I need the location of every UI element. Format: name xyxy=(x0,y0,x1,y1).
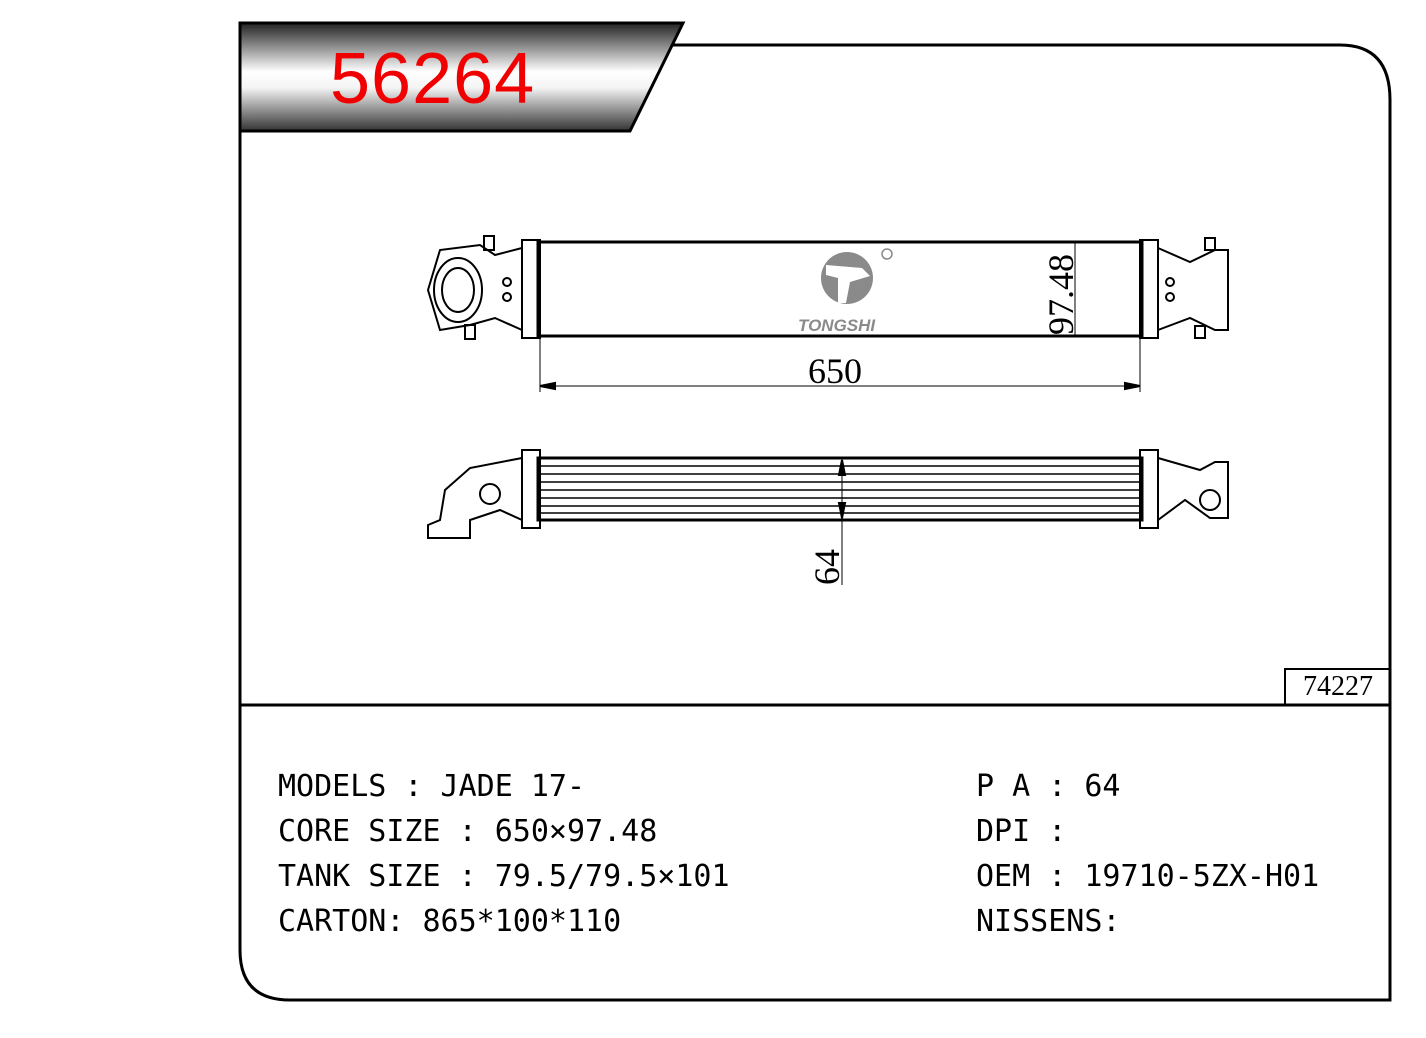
spec-models: MODELS : JADE 17- xyxy=(278,769,586,804)
brand-name: TONGSHI xyxy=(798,316,876,335)
spec-pa: P A : 64 xyxy=(976,769,1121,804)
thickness-dimension: 64 xyxy=(807,549,847,585)
header-banner xyxy=(238,21,686,133)
spec-tank-size: TANK SIZE : 79.5/79.5×101 xyxy=(278,859,730,894)
height-dimension: 97.48 xyxy=(1041,254,1081,335)
side-view xyxy=(427,449,1229,585)
spec-carton: CARTON: 865*100*110 xyxy=(278,904,622,939)
specs-left: MODELS : JADE 17- CORE SIZE : 650×97.48 … xyxy=(278,764,730,944)
specs-right: P A : 64 DPI : OEM : 19710-5ZX-H01 NISSE… xyxy=(976,764,1319,944)
top-view xyxy=(426,235,1229,392)
spec-core-size: CORE SIZE : 650×97.48 xyxy=(278,814,658,849)
reference-code: 74227 xyxy=(1284,668,1390,704)
spec-nissens: NISSENS: xyxy=(976,904,1121,939)
length-dimension: 650 xyxy=(808,351,862,391)
part-number: 56264 xyxy=(330,39,536,119)
spec-oem: OEM : 19710-5ZX-H01 xyxy=(976,859,1320,894)
tongshi-logo xyxy=(821,248,893,304)
sheet-border xyxy=(238,43,1392,1002)
spec-dpi: DPI : xyxy=(976,814,1067,849)
